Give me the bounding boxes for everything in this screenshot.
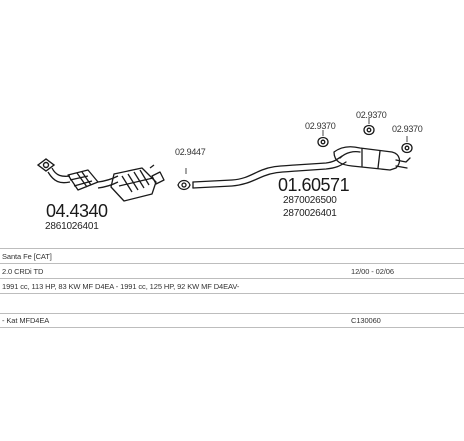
table-divider	[0, 313, 464, 314]
hanger-right-icon	[401, 142, 413, 154]
vehicle-details: 1991 cc, 113 HP, 83 KW MF D4EA - 1991 cc…	[2, 282, 240, 291]
catalyst-part-number: 04.4340	[46, 201, 108, 221]
rear-silencer-icon	[192, 146, 411, 189]
table-divider	[0, 248, 464, 249]
kit-code: C130060	[351, 316, 381, 325]
hanger-right-label: 02.9370	[392, 124, 423, 134]
catalytic-converter-icon	[47, 164, 165, 202]
center-flange-label: 02.9447	[175, 147, 206, 157]
vehicle-engine: 2.0 CRDi TD	[2, 267, 44, 276]
hanger-left-icon	[317, 136, 329, 148]
table-divider	[0, 263, 464, 264]
table-divider	[0, 327, 464, 328]
kit-label: - Kat MFD4EA	[2, 316, 50, 325]
vehicle-years: 12/00 - 02/06	[351, 267, 394, 276]
center-flange-icon	[177, 179, 191, 191]
front-flange-icon	[36, 158, 56, 172]
table-divider	[0, 293, 464, 294]
catalyst-oe-code: 2861026401	[45, 221, 99, 232]
hanger-left-label: 02.9370	[305, 121, 336, 131]
hanger-middle-label: 02.9370	[356, 110, 387, 120]
hanger-middle-icon	[363, 124, 375, 136]
vehicle-model: Santa Fe [CAT]	[2, 252, 52, 261]
table-divider	[0, 278, 464, 279]
silencer-oe-code-1: 2870026500	[283, 195, 337, 206]
silencer-part-number: 01.60571	[278, 175, 350, 195]
silencer-oe-code-2: 2870026401	[283, 208, 337, 219]
